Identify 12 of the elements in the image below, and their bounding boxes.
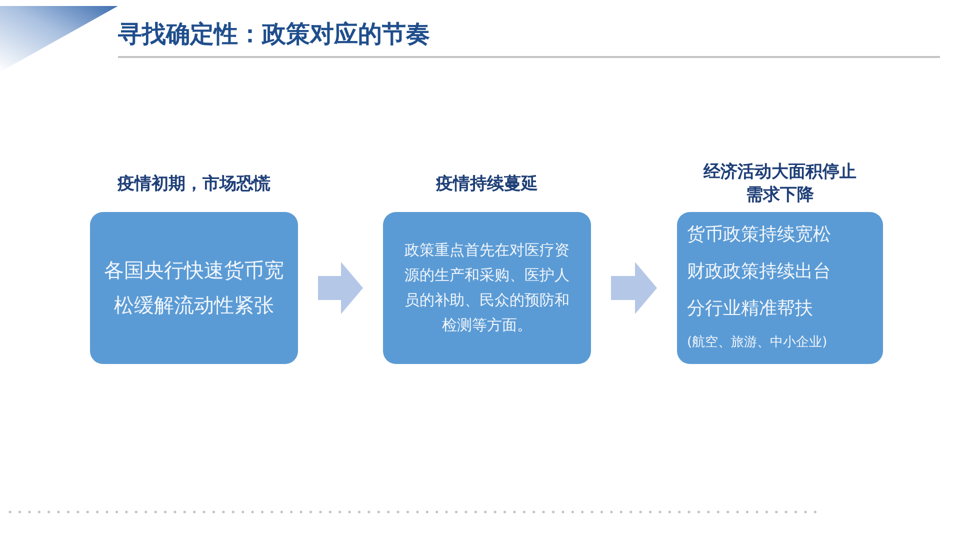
stage-heading: 经济活动大面积停止需求下降 xyxy=(702,161,858,207)
box-item-text: 货币政策持续宽松 xyxy=(687,223,831,247)
block-arrow xyxy=(611,262,657,314)
box-note: (航空、旅游、中小企业) xyxy=(687,334,828,352)
stage-heading: 疫情持续蔓延 xyxy=(436,172,538,196)
box-text: 各国央行快速货币宽松缓解流动性紧张 xyxy=(103,257,285,319)
slide-title: 寻找确定性：政策对应的节奏 xyxy=(118,19,430,50)
box-text: 政策重点首先在对医疗资源的生产和采购、医护人员的补助、民众的预防和检测等方面。 xyxy=(404,240,570,336)
block-arrow xyxy=(318,262,363,314)
box-item-text: 财政政策持续出台 xyxy=(687,260,831,284)
box-item-text: 分行业精准帮扶 xyxy=(687,297,813,321)
stage-heading: 疫情初期，市场恐慌 xyxy=(118,172,270,196)
